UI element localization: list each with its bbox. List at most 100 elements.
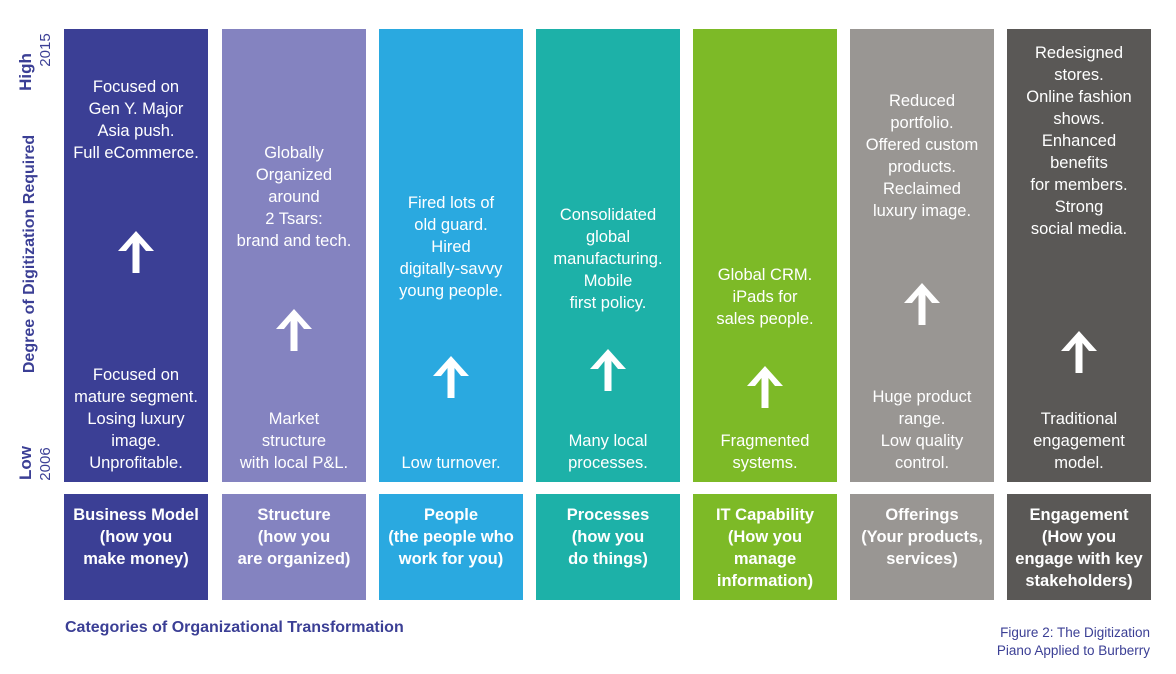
category-offerings: Offerings(Your products,services)	[850, 494, 994, 600]
up-arrow-icon	[276, 309, 312, 351]
top-text-line: young people.	[399, 282, 503, 300]
bottom-text: Fragmented systems.	[693, 430, 837, 474]
top-text-line: stores.	[1054, 66, 1104, 84]
top-text-line: Enhanced	[1041, 132, 1117, 150]
top-text-line: Mobile	[583, 272, 633, 290]
category-subtitle-line: are organized)	[237, 550, 351, 568]
up-arrow-icon	[904, 283, 940, 325]
top-text-line: global	[585, 228, 631, 246]
top-text-line: around	[268, 188, 320, 206]
figure-caption-line: Figure 2: The Digitization	[1000, 625, 1150, 640]
bottom-text-line: Focused on	[92, 366, 180, 384]
bottom-text-line: Low turnover.	[401, 454, 501, 472]
category-title: IT Capability	[715, 506, 815, 524]
top-text-line: Reclaimed	[883, 180, 961, 198]
up-arrow-icon	[590, 349, 626, 391]
category-subtitle-line: information)	[716, 572, 814, 590]
bottom-text-line: image.	[111, 432, 161, 450]
top-text-line: first policy.	[569, 294, 647, 312]
category-subtitle-line: (how you	[257, 528, 331, 546]
top-text-line: sales people.	[716, 310, 814, 328]
top-text-line: Offered custom	[865, 136, 979, 154]
top-text-line: manufacturing.	[553, 250, 663, 268]
top-text-line: products.	[888, 158, 956, 176]
bottom-text-line: Huge product	[872, 388, 972, 406]
category-subtitle-line: (How you	[1041, 528, 1117, 546]
figure-caption: Figure 2: The Digitization Piano Applied…	[997, 624, 1150, 660]
bottom-text-line: range.	[898, 410, 946, 428]
top-text-line: Global CRM.	[717, 266, 813, 284]
top-text-line: Online fashion	[1026, 88, 1132, 106]
top-text-line: Organized	[255, 166, 333, 184]
top-text-line: digitally-savvy	[399, 260, 503, 278]
column-processes: Consolidated global manufacturing. Mobile fi…	[536, 29, 680, 482]
bottom-text: Market structure with local P&L.	[222, 408, 366, 474]
up-arrow-icon	[118, 231, 154, 273]
top-text-line: for members.	[1030, 176, 1128, 194]
bottom-text-line: model.	[1054, 454, 1104, 472]
bottom-text-line: engagement	[1033, 432, 1125, 450]
top-text-line: Consolidated	[559, 206, 657, 224]
category-subtitle-line: services)	[886, 550, 958, 568]
top-text-line: brand and tech.	[236, 232, 352, 250]
top-text-line: Globally	[264, 144, 324, 162]
category-title: Processes	[566, 506, 650, 524]
category-title: Offerings	[885, 506, 959, 524]
category-title: Engagement	[1029, 506, 1129, 524]
up-arrow-icon	[747, 366, 783, 408]
top-text-line: 2 Tsars:	[265, 210, 323, 228]
column-it-capability: Global CRM. iPads for sales people. Fragmen…	[693, 29, 837, 482]
top-text-line: Strong	[1054, 198, 1104, 216]
top-text-line: Hired	[431, 238, 471, 256]
bottom-text-line: Traditional	[1040, 410, 1118, 428]
category-subtitle-line: stakeholders)	[1025, 572, 1133, 590]
category-subtitle-line: (How you	[727, 528, 803, 546]
axis-high-label: High	[16, 53, 35, 91]
bottom-text-line: Many local	[568, 432, 648, 450]
bottom-text-line: control.	[894, 454, 950, 472]
top-text: Global CRM. iPads for sales people.	[693, 264, 837, 330]
bottom-text-line: Fragmented	[720, 432, 810, 450]
category-subtitle-line: (how you	[571, 528, 645, 546]
up-arrow-icon	[433, 356, 469, 398]
category-subtitle-line: make money)	[83, 550, 189, 568]
axis-low-label: Low	[16, 446, 35, 480]
top-text-line: Asia push.	[97, 122, 175, 140]
top-text-line: shows.	[1053, 110, 1105, 128]
bottom-text-line: Market	[268, 410, 320, 428]
bottom-text: Focused on mature segment. Losing luxury im…	[64, 364, 208, 474]
top-text-line: Gen Y. Major	[88, 100, 184, 118]
axis-title: Degree of Digitization Required	[21, 134, 38, 374]
top-text-line: iPads for	[732, 288, 798, 306]
category-subtitle-line: (how you	[99, 528, 173, 546]
diagram-caption: Categories of Organizational Transformat…	[65, 619, 404, 636]
category-subtitle-line: (the people who	[388, 528, 514, 546]
top-text-line: social media.	[1030, 220, 1128, 238]
top-text-line: Reduced	[888, 92, 956, 110]
bottom-text-line: structure	[261, 432, 327, 450]
top-text-line: Fired lots of	[407, 194, 495, 212]
category-title: Structure	[257, 506, 331, 524]
bottom-text-line: with local P&L.	[239, 454, 349, 472]
bottom-text-line: Low quality	[880, 432, 964, 450]
bottom-text-line: systems.	[732, 454, 798, 472]
bottom-text: Low turnover.	[379, 452, 523, 474]
bottom-text-line: mature segment.	[74, 388, 198, 406]
axis-high-year: 2015	[37, 33, 54, 67]
category-subtitle-line: do things)	[568, 550, 648, 568]
category-processes: Processes (how you do things)	[536, 494, 680, 600]
bottom-text-line: Losing luxury	[87, 410, 185, 428]
